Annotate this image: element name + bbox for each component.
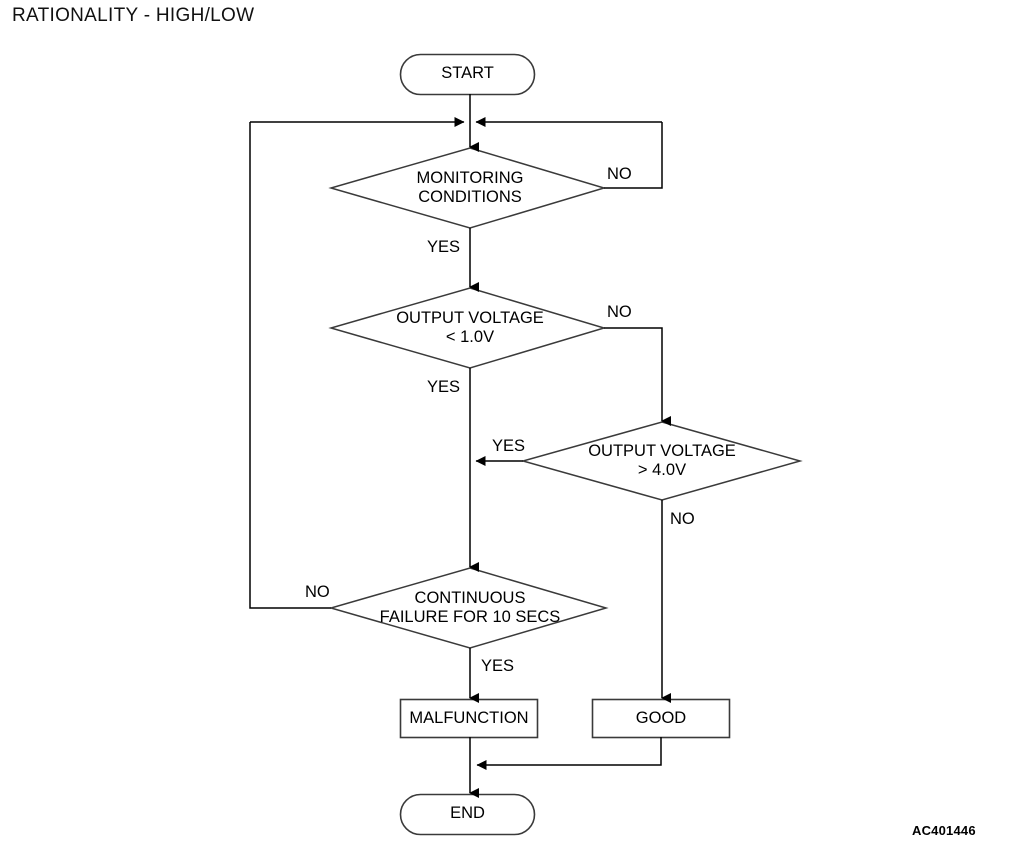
- edge-voltage-low-no: [604, 327, 671, 426]
- node-voltage-high-shape: [520, 421, 803, 501]
- edge-good-to-merge: [476, 737, 662, 770]
- page-title: RATIONALITY - HIGH/LOW: [12, 5, 255, 26]
- node-continuous-failure-shape: [328, 567, 609, 649]
- edge-monitoring-no: [604, 122, 663, 189]
- node-voltage-low-shape: [328, 287, 607, 369]
- edge-continuous-failure-no: [249, 122, 331, 609]
- node-start-shape: [399, 53, 536, 96]
- node-malfunction-shape: [399, 698, 539, 739]
- node-monitoring-shape: [328, 147, 607, 229]
- node-end-shape: [399, 793, 536, 836]
- figure-code: AC401446: [912, 823, 976, 838]
- node-good-shape: [591, 698, 731, 739]
